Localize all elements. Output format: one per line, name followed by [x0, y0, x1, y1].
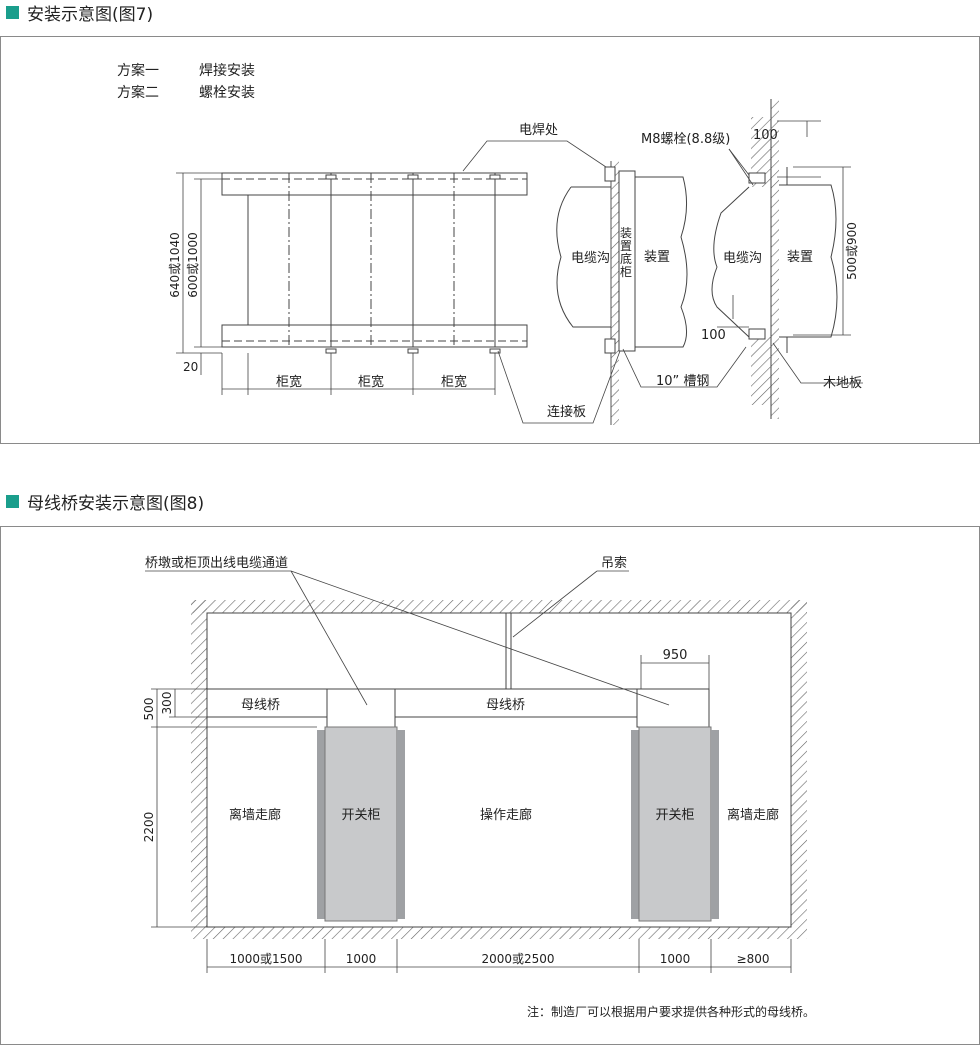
- bolt-label: M8螺栓(8.8级): [641, 132, 730, 147]
- dim-640-label: 640或1040: [168, 232, 182, 297]
- channel-steel-label: 10” 槽钢: [656, 374, 709, 389]
- wall-corridor-left: 离墙走廊: [229, 807, 281, 823]
- connecting-plate-label: 连接板: [547, 404, 586, 420]
- dim-bottom-3: 2000或2500: [481, 952, 554, 966]
- cabinet-width-2: 柜宽: [358, 374, 384, 390]
- wall-corridor-right: 离墙走廊: [727, 807, 779, 823]
- fig8-title: 母线桥安装示意图(图8): [6, 489, 205, 514]
- device-2: 装置: [787, 250, 813, 265]
- dim-bottom-4: 1000: [660, 952, 691, 966]
- sling: [505, 613, 512, 689]
- dim-bottom-5: ≥800: [737, 952, 770, 966]
- fig8-frame: 母线桥 母线桥 开关柜 开关柜 离墙走廊 操作走廊 离墙走廊 桥墩或柜顶出线电缆…: [0, 526, 980, 1045]
- cabinet-width-1: 柜宽: [276, 374, 302, 390]
- fig8-diagram: 母线桥 母线桥 开关柜 开关柜 离墙走廊 操作走廊 离墙走廊 桥墩或柜顶出线电缆…: [142, 555, 815, 1019]
- scheme1-label: 方案一: [117, 62, 159, 79]
- sling-label: 吊索: [601, 556, 627, 571]
- weld-point-label: 电焊处: [519, 122, 558, 138]
- section-view-weld: [556, 161, 688, 425]
- scheme1-value: 焊接安装: [199, 62, 255, 79]
- device-1: 装置: [644, 250, 670, 265]
- busbar-bridge-left: 母线桥: [241, 698, 280, 713]
- cabinet-width-3: 柜宽: [441, 374, 467, 390]
- dim-bottom-2: 1000: [346, 952, 377, 966]
- dim-300: 300: [160, 692, 174, 715]
- dim-500: 500: [142, 698, 156, 721]
- base-cabinet-label: 装置底柜: [619, 227, 632, 279]
- switch-cabinet-left-label: 开关柜: [341, 808, 380, 823]
- dim-600-label: 600或1000: [186, 232, 200, 297]
- switch-cabinet-left: [317, 726, 405, 922]
- dim-950: 950: [663, 648, 688, 663]
- dim-100-bottom: 100: [701, 328, 726, 343]
- dim-2200: 2200: [142, 812, 156, 843]
- switch-cabinet-right: [631, 726, 719, 922]
- operation-corridor: 操作走廊: [480, 807, 532, 823]
- dim-500-label: 500或900: [845, 222, 859, 280]
- base-cabinet-box: 装置底柜: [619, 227, 632, 279]
- top-channel: [221, 172, 528, 196]
- scheme2-value: 螺栓安装: [199, 85, 255, 101]
- fig7-diagram: 方案一 焊接安装 方案二 螺栓安装 640或1040 600或1000 20: [117, 62, 863, 425]
- section-marker-icon: [6, 494, 19, 508]
- busbar-bridge-center: 母线桥: [486, 698, 525, 713]
- cable-trench-1: 电缆沟: [571, 250, 610, 266]
- dim-20-label: 20: [183, 360, 198, 374]
- plan-view: [221, 172, 528, 354]
- busbar-bridges: [206, 688, 710, 728]
- scheme2-label: 方案二: [117, 84, 159, 101]
- note: 注：制造厂可以根据用户要求提供各种形式的母线桥。: [527, 1004, 815, 1019]
- fig8-title-text: 母线桥安装示意图(图8): [27, 493, 205, 514]
- dim-bottom-1: 1000或1500: [229, 952, 302, 966]
- wood-floor-label: 木地板: [823, 376, 862, 391]
- bottom-channel: [221, 324, 528, 348]
- fig7-title: 安装示意图(图7): [6, 0, 154, 25]
- section-view-bolt: [711, 99, 838, 419]
- dim-100-top: 100: [753, 128, 778, 143]
- cable-trench-2: 电缆沟: [723, 250, 762, 266]
- channel-label: 桥墩或柜顶出线电缆通道: [145, 555, 288, 571]
- section-marker-icon: [6, 5, 19, 19]
- fig7-title-text: 安装示意图(图7): [27, 4, 154, 25]
- fig7-frame: 方案一 焊接安装 方案二 螺栓安装 640或1040 600或1000 20: [0, 36, 980, 444]
- switch-cabinet-right-label: 开关柜: [655, 808, 694, 823]
